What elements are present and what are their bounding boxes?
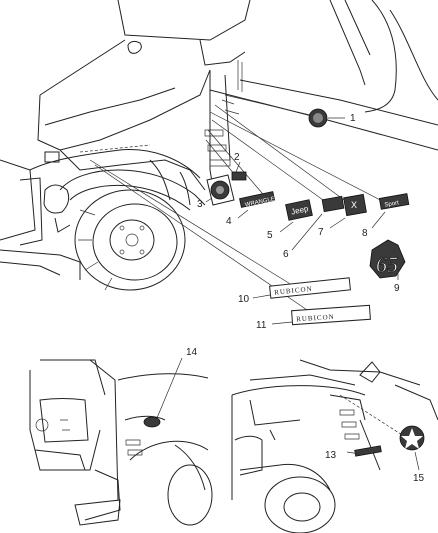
inset-left-view: 14 xyxy=(29,347,213,526)
callout-14: 14 xyxy=(186,347,198,358)
callout-2: 2 xyxy=(234,152,240,163)
part-8-sport-badge: Sport 8 xyxy=(362,193,410,239)
part-3-medallion: 3 xyxy=(197,174,235,210)
callout-7: 7 xyxy=(318,227,324,238)
callout-11: 11 xyxy=(256,320,267,331)
part-4-wrangler-badge: WRANGLER 4 xyxy=(226,191,280,227)
callout-9: 9 xyxy=(394,283,400,294)
callout-15: 15 xyxy=(413,473,425,484)
callout-5: 5 xyxy=(267,230,273,241)
part-9-65-emblem: 65 9 xyxy=(369,239,406,294)
x-badge-text: X xyxy=(351,200,357,210)
sixtyfive-emblem-text: 65 xyxy=(376,252,398,277)
part-2-small-badge: 2 xyxy=(231,152,247,181)
callout-6: 6 xyxy=(283,249,289,260)
callout-1: 1 xyxy=(350,113,356,124)
part-10-rubicon-decal: RUBICON 10 xyxy=(238,277,351,305)
part-5-jeep-badge: Jeep 5 xyxy=(267,199,313,241)
rubicon-decal-text: RUBICON xyxy=(274,285,313,297)
jeep-badge-text: Jeep xyxy=(290,204,309,217)
willys-decal-text: RUBICON xyxy=(296,313,335,324)
part-1-round-emblem: 1 xyxy=(308,108,356,128)
callout-4: 4 xyxy=(226,216,232,227)
part-7-x-badge: X 7 xyxy=(318,193,367,238)
callout-10: 10 xyxy=(238,294,250,305)
main-vehicle-view xyxy=(0,0,438,291)
callout-3: 3 xyxy=(197,199,203,210)
callout-8: 8 xyxy=(362,228,368,239)
part-6-badge: 6 xyxy=(283,195,345,260)
inset-right-view: 13 15 xyxy=(231,359,438,533)
sport-badge-text: Sport xyxy=(384,200,399,208)
part-11-decal: RUBICON 11 xyxy=(256,304,371,331)
leader-lines xyxy=(89,94,391,313)
callout-13: 13 xyxy=(325,450,337,461)
